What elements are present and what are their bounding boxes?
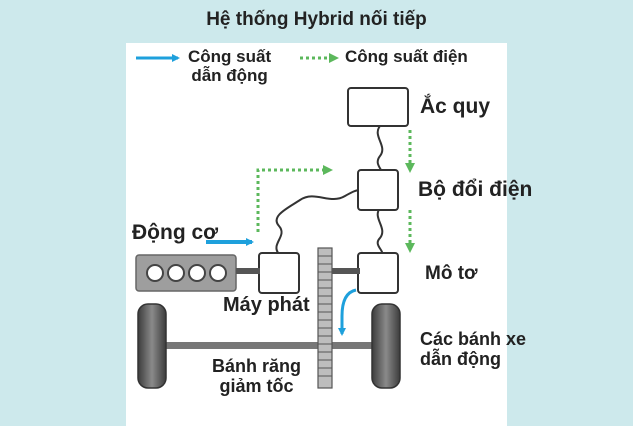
- motor-drive-arrow: [338, 288, 357, 336]
- reduction-gear: [317, 247, 333, 389]
- gear-line1: Bánh răng: [212, 356, 302, 376]
- wire-inverter-motor: [376, 207, 384, 257]
- battery-label: Ắc quy: [420, 95, 491, 118]
- generator-box: [258, 252, 300, 294]
- inverter-box: [357, 169, 399, 211]
- wheels-label: Các bánh xe dẫn động: [420, 329, 527, 370]
- engine-label: Động cơ: [132, 221, 219, 244]
- right-wheel: [371, 303, 401, 389]
- reduction-gear-label: Bánh răng giảm tốc: [212, 356, 302, 397]
- shaft-engine-generator: [236, 268, 260, 274]
- wire-battery-inverter: [376, 125, 384, 177]
- axle: [160, 342, 390, 349]
- wheels-line2: dẫn động: [420, 348, 501, 369]
- battery-box: [347, 87, 409, 127]
- motor-label: Mô tơ: [425, 263, 478, 284]
- legend-drive-line2: dẫn động: [191, 65, 268, 85]
- gear-line2: giảm tốc: [219, 375, 294, 396]
- legend-drive-line1: Công suất: [188, 47, 272, 66]
- engine-cylinders: [146, 264, 227, 282]
- left-wheel: [137, 303, 167, 389]
- electric-arrow-generator-to-inverter: [256, 165, 333, 232]
- motor-box: [357, 252, 399, 294]
- legend-electric-power-label: Công suất điện: [345, 47, 468, 66]
- diagram-title: Hệ thống Hybrid nối tiếp: [206, 9, 427, 30]
- gear-teeth: [318, 255, 332, 377]
- wheels-line1: Các bánh xe: [420, 329, 527, 349]
- inverter-label: Bộ đổi điện: [418, 178, 533, 201]
- diagram-panel: [126, 43, 507, 426]
- generator-label: Máy phát: [223, 294, 310, 316]
- legend-drive-power-label: Công suất dẫn động: [188, 47, 272, 85]
- wire-generator-inverter: [275, 189, 361, 255]
- shaft-motor-gear: [330, 268, 360, 274]
